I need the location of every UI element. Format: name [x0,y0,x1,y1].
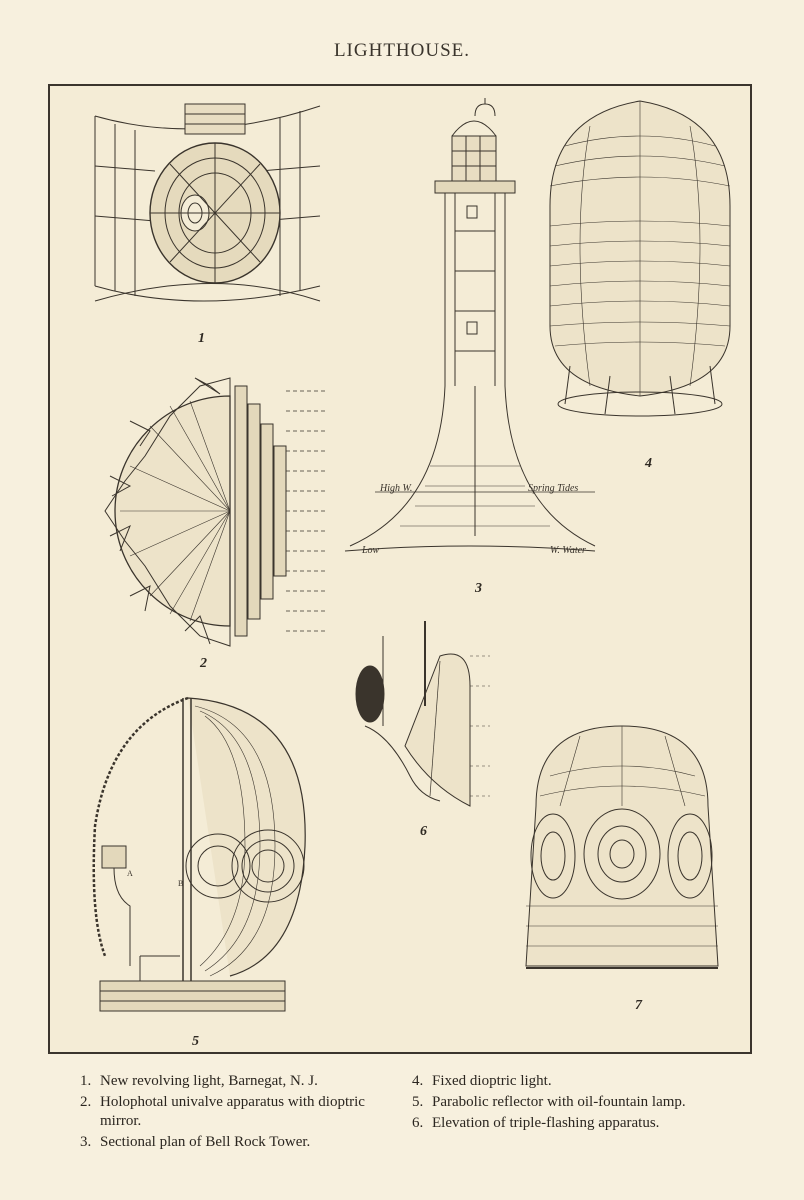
caption-item: 6. Elevation of triple-flashing apparatu… [412,1114,752,1133]
figure-number-5: 5 [192,1034,199,1049]
figure-3-bell-rock-tower [344,98,596,552]
caption-text: Elevation of triple-flashing apparatus. [432,1115,660,1131]
figure-7-elevation-apparatus [525,725,719,969]
figure-number-4: 4 [645,456,652,471]
caption-text: Fixed dioptric light. [432,1073,552,1089]
figure-6-triple-flashing-apparatus [355,621,490,807]
caption-text: New revolving light, Barnegat, N. J. [100,1073,318,1089]
caption-number: 6. [412,1115,424,1131]
page-title: LIGHTHOUSE. [333,40,471,61]
figure-number-6: 6 [420,824,427,839]
caption-number: 4. [412,1073,424,1089]
figure-3-water-label: W. Water [550,545,586,556]
caption-number: 3. [80,1134,92,1150]
caption-item: 5. Parabolic reflector with oil-fountain… [412,1093,752,1112]
figure-5-label-b: B [178,879,183,888]
caption-text: Sectional plan of Bell Rock Tower. [100,1134,311,1150]
captions-right-column: 4. Fixed dioptric light. 5. Parabolic re… [412,1072,752,1135]
caption-item: 3. Sectional plan of Bell Rock Tower. [80,1133,400,1152]
figure-number-2: 2 [200,656,207,671]
engraving-illustrations: High W. Spring Tides Low W. Water [92,98,731,1012]
figure-3-low-label: Low [361,545,380,556]
caption-item: 1. New revolving light, Barnegat, N. J. [80,1072,400,1091]
figure-3-high-water-label: High W. [379,483,413,494]
figure-number-3: 3 [475,581,482,596]
figure-1-revolving-light [94,103,321,302]
figure-number-1: 1 [198,331,205,346]
caption-text: Holophotal univalve apparatus with diopt… [100,1094,365,1129]
captions-left-column: 1. New revolving light, Barnegat, N. J. … [80,1072,400,1154]
figure-number-7: 7 [635,998,642,1013]
caption-number: 2. [80,1094,92,1110]
figure-5-label-a: A [127,869,133,878]
figure-2-holophotal-apparatus [104,377,325,647]
caption-item: 2. Holophotal univalve apparatus with di… [80,1093,400,1131]
caption-number: 5. [412,1094,424,1110]
figure-3-spring-tides-label: Spring Tides [528,483,578,494]
caption-text: Parabolic reflector with oil-fountain la… [432,1094,686,1110]
caption-item: 4. Fixed dioptric light. [412,1072,752,1091]
figure-5-parabolic-reflector [92,696,306,1012]
caption-number: 1. [80,1073,92,1089]
illustration-plate: High W. Spring Tides Low W. Water [48,84,752,1054]
figure-4-fixed-dioptric-light [549,100,731,417]
